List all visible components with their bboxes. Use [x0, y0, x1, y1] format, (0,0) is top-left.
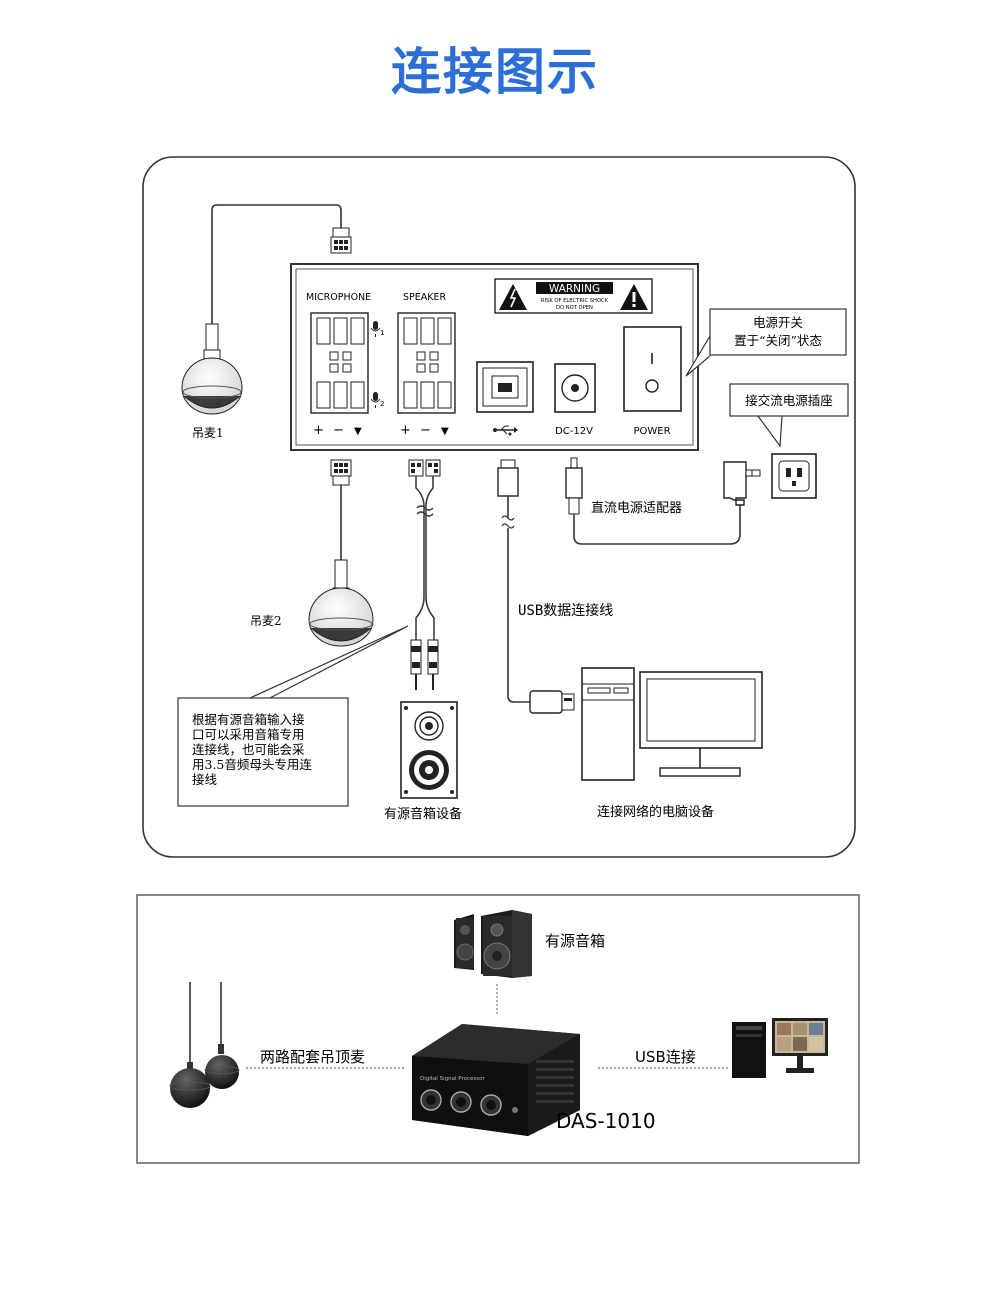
mic-terminal-block: [310, 312, 369, 414]
mic2-ball: [308, 559, 374, 647]
speaker-note-line5: 接线: [192, 772, 218, 787]
speaker-cable: [415, 476, 435, 640]
speaker-pin-minus: −: [420, 423, 431, 438]
mic1-ball: [181, 323, 243, 415]
speaker-device-label: 有源音箱设备: [384, 806, 462, 822]
mic-pin-minus: −: [333, 423, 344, 438]
switch-note-line2: 置于“关闭”状态: [734, 333, 822, 348]
mic-pin-plus: +: [313, 423, 324, 438]
device-back-panel: MICROPHONE SPEAKER 1 2: [290, 263, 699, 451]
computer-device: [581, 667, 763, 781]
workstation: [732, 1018, 828, 1078]
switch-note-pointer: [685, 335, 711, 377]
microphone-icon: [370, 321, 381, 408]
ac-note-box: [729, 383, 849, 417]
usb-cable-label: USB数据连接线: [518, 602, 613, 619]
usb-link-label: USB连接: [635, 1048, 696, 1066]
usb-cable: [497, 459, 575, 714]
warning-line1: RISK OF ELECTRIC SHOCK: [541, 298, 609, 304]
ac-note-label: 接交流电源插座: [745, 393, 833, 408]
dsp-device: Digital Signal Processor: [412, 1024, 580, 1136]
speaker-cable-connectors: [408, 459, 441, 477]
page-title: 连接图示: [391, 43, 599, 101]
wall-socket: [771, 453, 817, 499]
speaker-cable-break: [416, 505, 434, 517]
mic1-label: 吊麦1: [192, 426, 224, 440]
usb-b-port: [476, 361, 534, 413]
mic1-connector: [330, 227, 352, 254]
speaker-note-box: [177, 697, 349, 807]
device-model-label: DAS-1010: [556, 1109, 656, 1133]
mic2-connector: [330, 459, 352, 486]
warning-icon: [499, 284, 648, 310]
dc-jack: [554, 363, 596, 413]
speaker-note-line3: 连接线，也可能会采: [192, 742, 305, 757]
studio-speakers: [454, 910, 532, 978]
mic2-index: 2: [380, 400, 384, 408]
switch-note-line1: 电源开关: [753, 315, 803, 330]
warning-label: WARNING RISK OF ELECTRIC SHOCK DO NOT OP…: [494, 278, 653, 314]
ac-note-pointer: [757, 415, 783, 448]
speaker-pin-plus: +: [400, 423, 411, 438]
speaker-note-pointer: [249, 625, 409, 699]
dc-adapter-label: 直流电源适配器: [591, 501, 682, 516]
usb-icon: [493, 425, 518, 436]
microphone-label: MICROPHONE: [306, 292, 371, 303]
dc-adapter: [565, 457, 761, 545]
speaker-note-line1: 根据有源音箱输入接: [192, 712, 305, 727]
lower-mics-label: 两路配套吊顶麦: [260, 1048, 365, 1066]
mic1-cable: [211, 204, 342, 325]
rca-plugs: [410, 639, 439, 690]
mic1-index: 1: [380, 329, 384, 337]
speaker-terminal-block: [397, 312, 456, 414]
speaker-label: SPEAKER: [403, 292, 446, 303]
switch-note-box: [709, 308, 847, 356]
power-switch: [623, 326, 682, 412]
lower-speaker-label: 有源音箱: [545, 932, 605, 950]
dc-label: DC-12V: [555, 426, 593, 437]
warning-title: WARNING: [549, 283, 600, 295]
power-label: POWER: [633, 426, 670, 437]
speaker-note-line2: 口可以采用音箱专用: [192, 727, 305, 742]
speaker-device: [400, 701, 458, 799]
ceiling-mics: [169, 982, 240, 1108]
mic-pin-ground: ▼: [354, 426, 362, 437]
warning-line2: DO NOT OPEN: [556, 305, 593, 311]
computer-label: 连接网络的电脑设备: [597, 804, 714, 820]
speaker-note-line4: 用3.5音频母头专用连: [192, 757, 312, 772]
speaker-pin-ground: ▼: [441, 426, 449, 437]
mic2-label: 吊麦2: [250, 614, 282, 628]
dsp-face-text: Digital Signal Processor: [420, 1076, 485, 1082]
